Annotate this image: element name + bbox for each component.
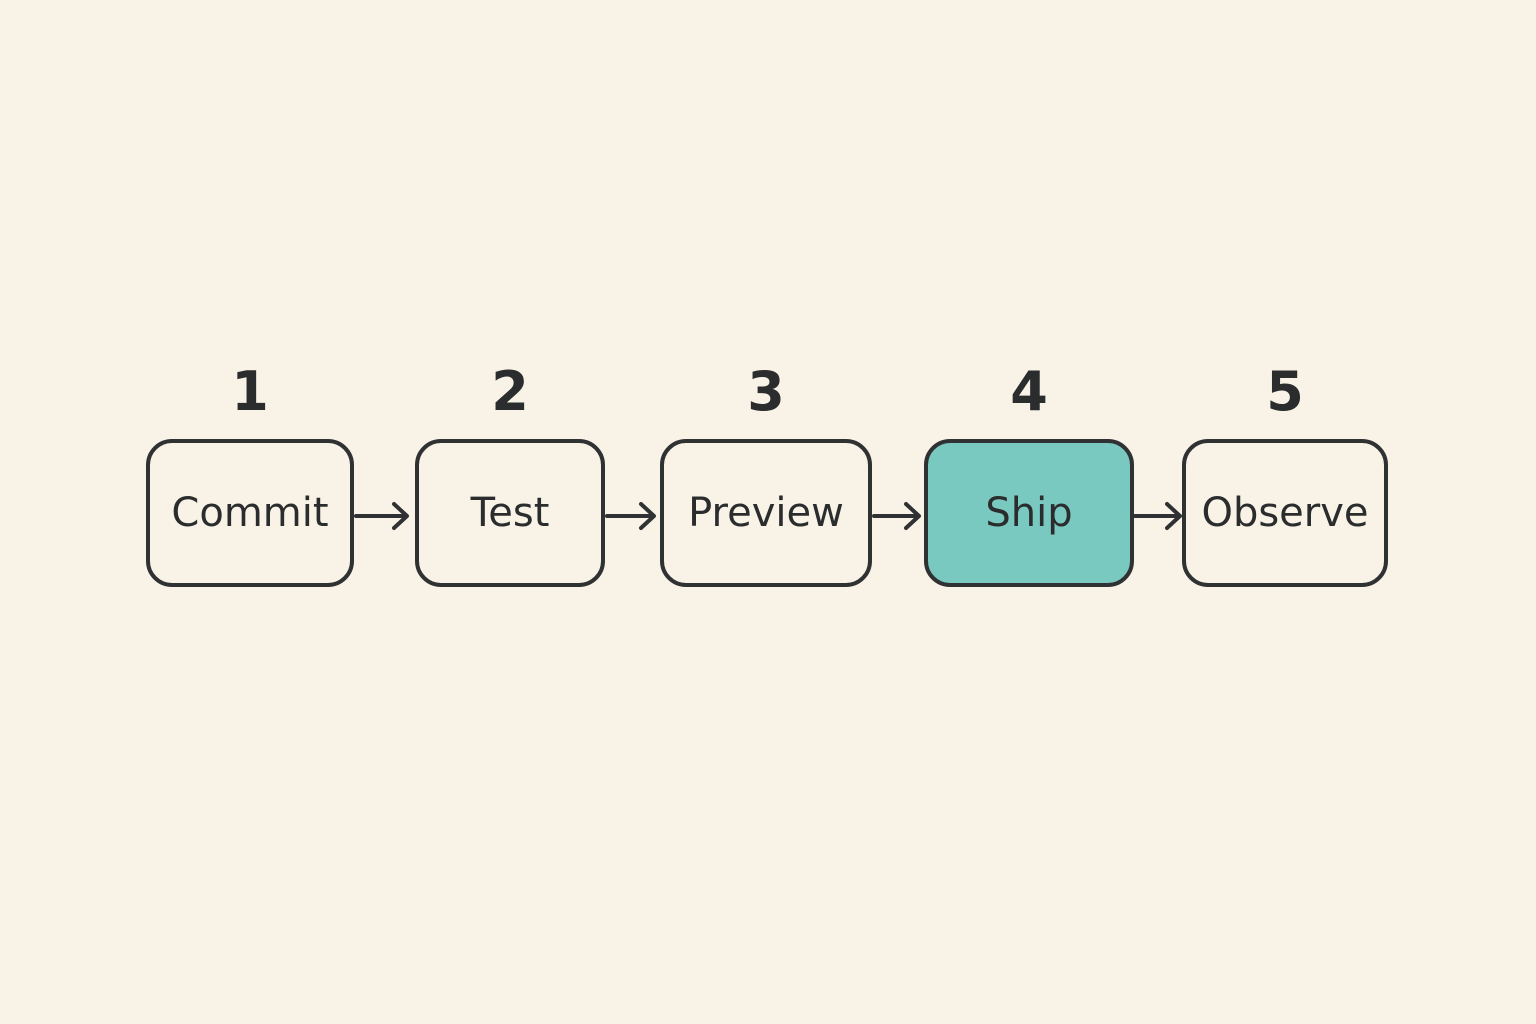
arrow-right-icon <box>1133 502 1182 530</box>
arrow-right-icon <box>605 502 656 530</box>
step-label: Observe <box>1201 490 1369 536</box>
step-label: Ship <box>985 490 1073 536</box>
step-box-ship: Ship <box>924 439 1134 587</box>
step-box-observe: Observe <box>1182 439 1388 587</box>
step-number: 4 <box>1010 360 1048 423</box>
step-label: Preview <box>688 490 844 536</box>
step-number: 1 <box>231 360 269 423</box>
step-label: Commit <box>171 490 329 536</box>
step-box-commit: Commit <box>146 439 354 587</box>
step-number: 2 <box>491 360 529 423</box>
step-box-test: Test <box>415 439 605 587</box>
arrow-right-icon <box>354 502 409 530</box>
step-number: 5 <box>1266 360 1304 423</box>
arrow-right-icon <box>872 502 921 530</box>
step-box-preview: Preview <box>660 439 872 587</box>
step-label: Test <box>470 490 550 536</box>
step-number: 3 <box>747 360 785 423</box>
